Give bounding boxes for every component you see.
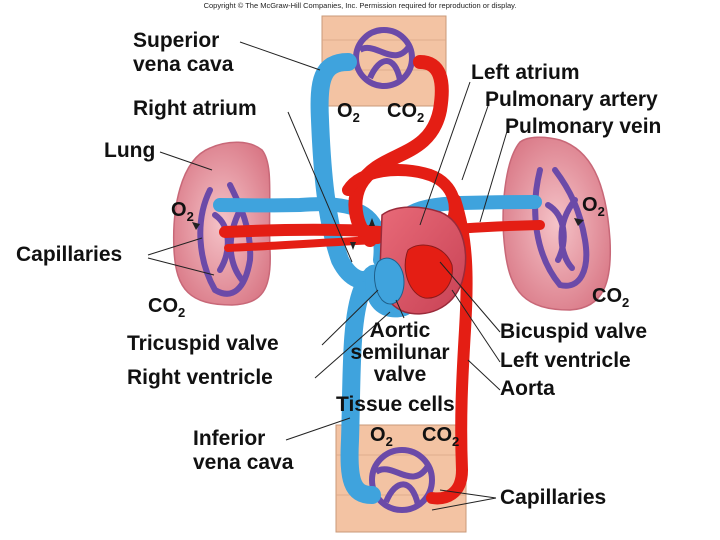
label-aorta: Aorta	[500, 377, 555, 400]
oxygenated-vessels	[219, 55, 545, 505]
label-inferior-vena-cava-line2: vena cava	[193, 451, 294, 474]
left-ventricle-chamber	[404, 244, 453, 299]
label-right-ventricle: Right ventricle	[127, 366, 273, 389]
gas-co2-left-lung: CO2	[148, 295, 186, 320]
label-tissue-cells: Tissue cells	[336, 393, 455, 416]
label-pulmonary-vein: Pulmonary vein	[505, 115, 662, 138]
label-superior-vena-cava-line1: Superior	[133, 29, 220, 52]
gas-co2-right-lung: CO2	[592, 285, 630, 310]
gas-co2-upper: CO2	[387, 100, 425, 125]
gas-o2-upper: O2	[337, 100, 360, 125]
label-capillaries-lung: Capillaries	[16, 243, 123, 266]
label-inferior-vena-cava-line1: Inferior	[193, 427, 266, 450]
label-left-ventricle: Left ventricle	[500, 349, 631, 372]
label-pulmonary-artery: Pulmonary artery	[485, 88, 658, 111]
gas-o2-lower: O2	[370, 424, 393, 449]
label-aortic-semilunar-valve-line3: valve	[373, 363, 427, 386]
leader-lines	[147, 41, 509, 511]
label-left-atrium: Left atrium	[471, 61, 580, 84]
flow-arrows	[192, 218, 584, 250]
label-right-atrium: Right atrium	[133, 97, 257, 120]
label-lung: Lung	[104, 139, 156, 162]
gas-o2-right-lung: O2	[582, 194, 605, 219]
label-bicuspid-valve: Bicuspid valve	[500, 320, 648, 343]
label-aortic-semilunar-valve-line1: Aortic	[369, 319, 431, 342]
gas-o2-left-lung: O2	[171, 199, 194, 224]
gas-co2-lower: CO2	[422, 424, 460, 449]
copyright-notice: Copyright © The McGraw-Hill Companies, I…	[203, 1, 517, 10]
label-tricuspid-valve: Tricuspid valve	[127, 332, 279, 355]
label-aortic-semilunar-valve-line2: semilunar	[350, 341, 450, 364]
label-superior-vena-cava-line2: vena cava	[133, 53, 234, 76]
lower-capillary-bed	[369, 447, 435, 513]
label-capillaries-tissue: Capillaries	[500, 486, 607, 509]
